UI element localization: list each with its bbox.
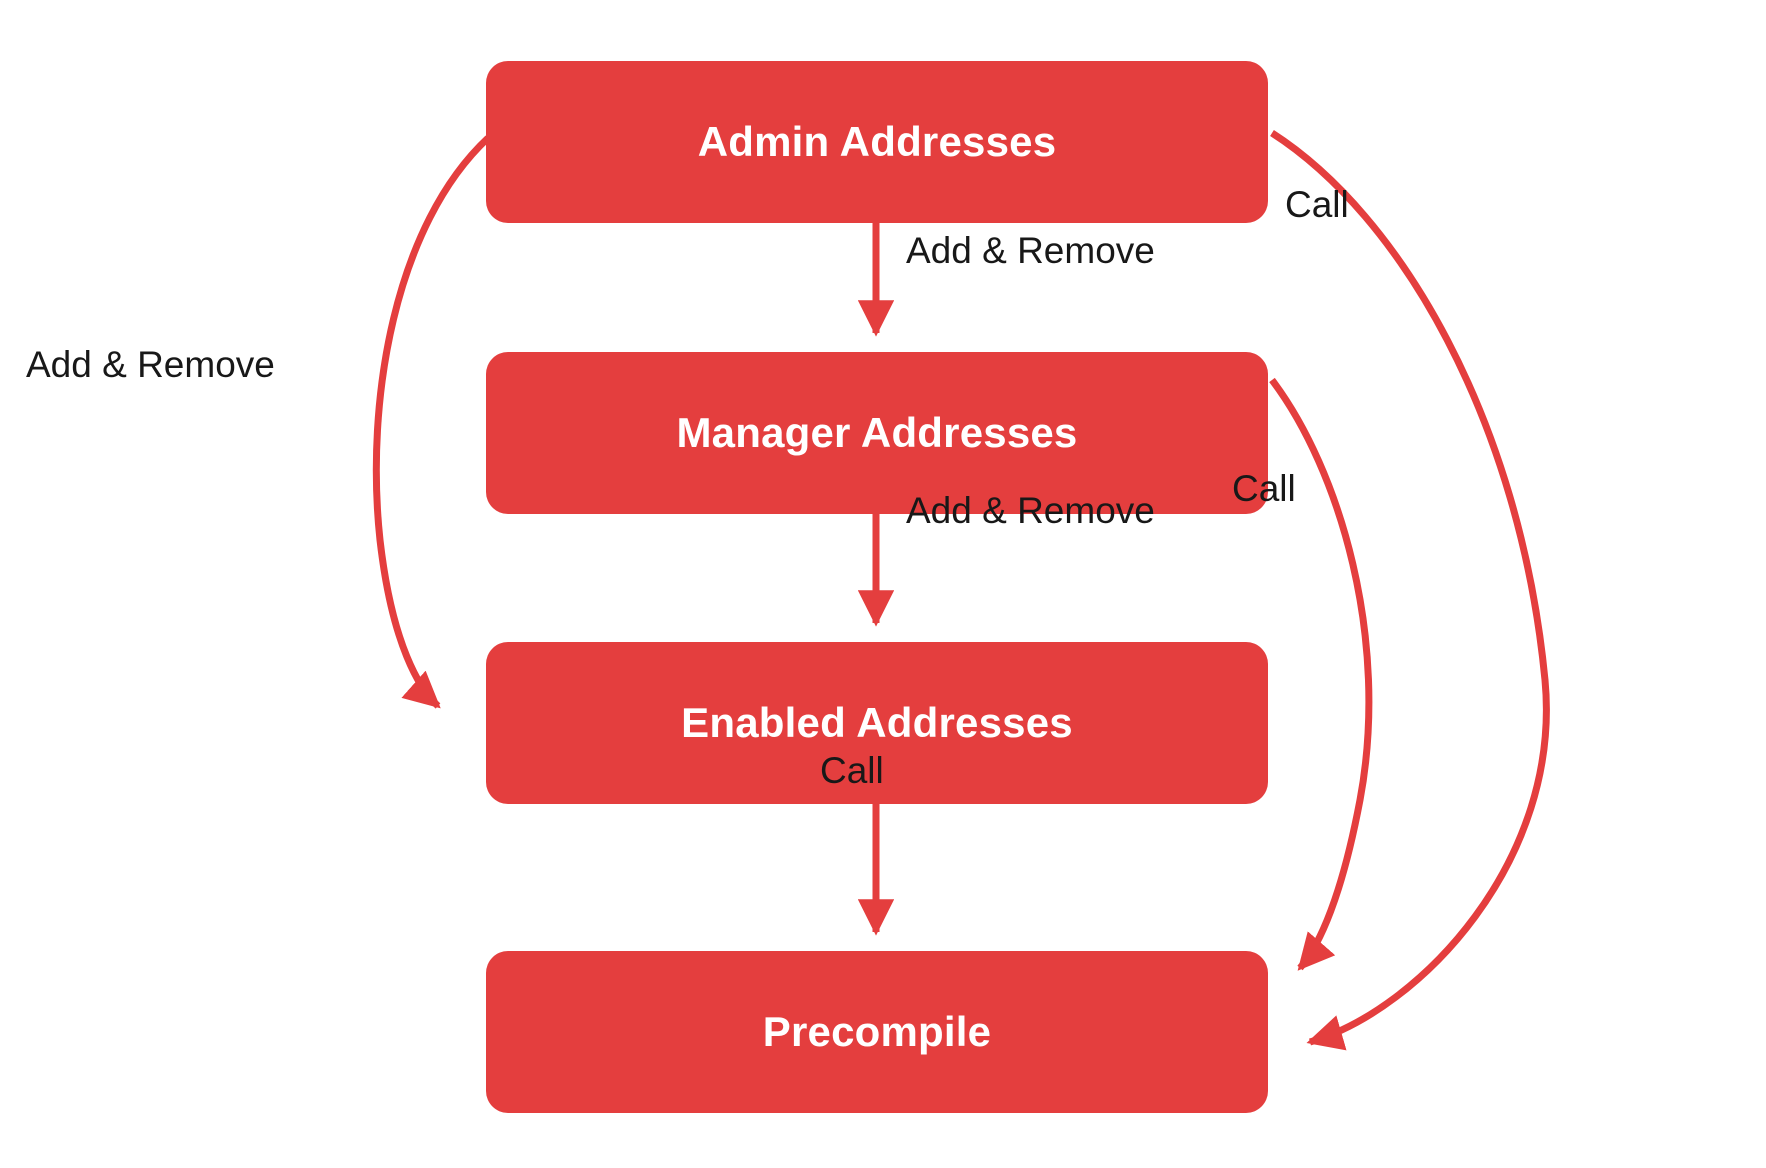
node-manager-addresses-label: Manager Addresses: [676, 409, 1078, 456]
edge-label-admin-enabled: Add & Remove: [26, 344, 275, 385]
node-manager-addresses[interactable]: Manager Addresses: [486, 352, 1268, 514]
node-admin-addresses-label: Admin Addresses: [697, 118, 1057, 165]
node-enabled-addresses-label: Enabled Addresses: [681, 699, 1073, 746]
node-enabled-addresses[interactable]: Enabled Addresses: [486, 642, 1268, 804]
node-precompile-label: Precompile: [762, 1008, 992, 1055]
edge-label-manager-precompile: Call: [1232, 468, 1296, 509]
edge-label-enabled-precompile: Call: [820, 750, 884, 791]
edge-admin-enabled: [372, 135, 491, 709]
edge-label-admin-manager: Add & Remove: [906, 230, 1155, 271]
node-admin-addresses[interactable]: Admin Addresses: [486, 61, 1268, 223]
edge-label-manager-enabled: Add & Remove: [906, 490, 1155, 531]
edge-label-admin-precompile: Call: [1285, 184, 1349, 225]
edge-admin-precompile: [1270, 130, 1550, 1051]
node-precompile[interactable]: Precompile: [486, 951, 1268, 1113]
edge-manager-precompile: [1269, 377, 1373, 971]
